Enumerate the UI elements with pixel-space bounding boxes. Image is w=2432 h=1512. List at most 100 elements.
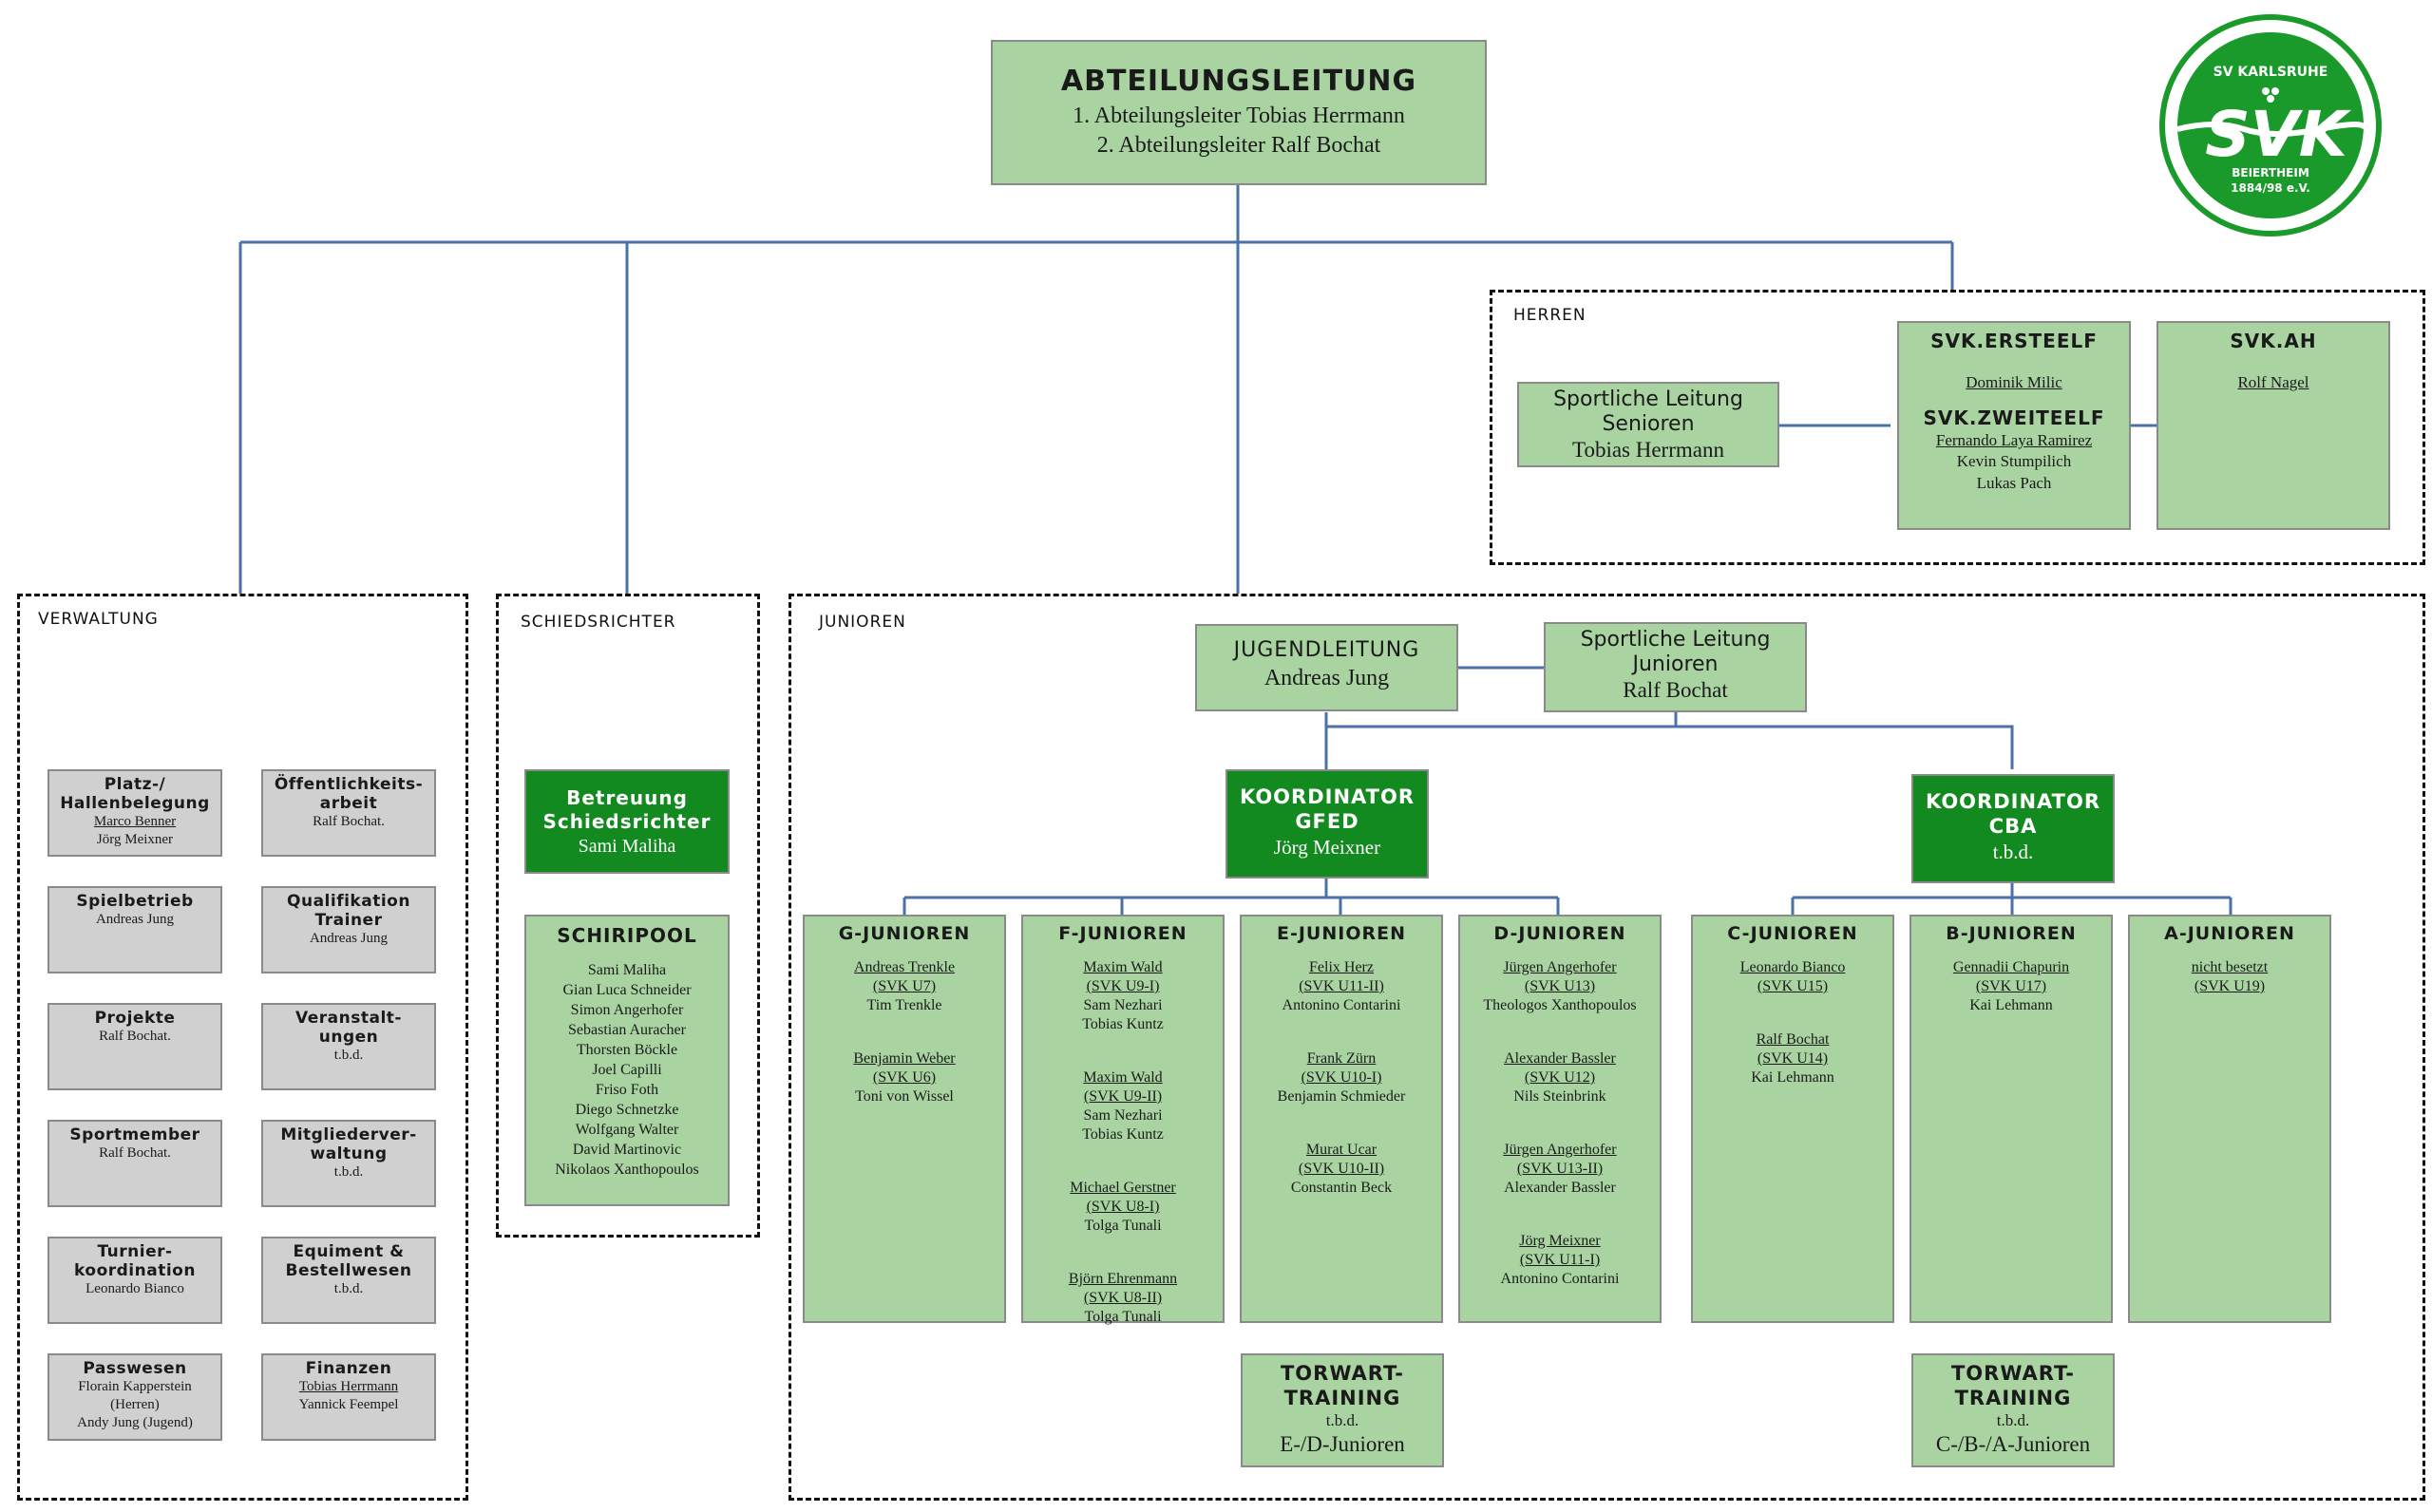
team-group: Alexander Bassler(SVK U12)Nils Steinbrin… (1460, 1049, 1660, 1106)
verwaltung-item-name: t.b.d. (333, 1164, 364, 1180)
junioren-team-title: C-JUNIOREN (1727, 923, 1858, 944)
abteilungsleitung-title: ABTEILUNGSLEITUNG (1060, 65, 1417, 98)
sportleitung-junioren-title-2: Junioren (1632, 652, 1719, 676)
team-name: (SVK U12) (1524, 1069, 1596, 1086)
team-member: Sam Nezhari (1083, 997, 1163, 1013)
schiripool-name: Thorsten Böckle (576, 1042, 678, 1058)
koord-gfed-title-1: KOORDINATOR (1240, 785, 1415, 808)
team-member: Kai Lehmann (1969, 997, 2053, 1013)
junioren-team-title: F-JUNIOREN (1058, 923, 1188, 944)
team-coach: Michael Gerstner (1070, 1180, 1176, 1196)
verwaltung-item-title: Spielbetrieb (76, 892, 194, 911)
koord-cba-title-1: KOORDINATOR (1926, 790, 2100, 813)
verwaltung-item-name: t.b.d. (333, 1281, 364, 1296)
koord-gfed-name: Jörg Meixner (1273, 836, 1381, 859)
team-group: nicht besetzt(SVK U19) (2130, 958, 2329, 996)
herren-erste-zweite-box: SVK.ERSTEELF Dominik Milic SVK.ZWEITEELF… (1897, 321, 2131, 530)
abteilungsleiter-1: 1. Abteilungsleiter Tobias Herrmann (1073, 104, 1405, 128)
sportleitung-junioren-title-1: Sportliche Leitung (1580, 628, 1771, 652)
verwaltung-item-title: Finanzen (305, 1359, 392, 1378)
abteilungsleiter-2: 2. Abteilungsleiter Ralf Bochat (1096, 133, 1381, 158)
verwaltung-item-name: Ralf Bochat. (313, 814, 385, 829)
verwaltung-item-name: (Herren) (110, 1397, 160, 1412)
betreuung-name: Sami Maliha (578, 836, 676, 857)
team-name: (SVK U10-II) (1298, 1161, 1385, 1177)
team-name: (SVK U11-II) (1299, 978, 1384, 994)
team-group: Felix Herz(SVK U11-II)Antonino Contarini (1242, 958, 1441, 1015)
team-group: Michael Gerstner(SVK U8-I)Tolga Tunali (1023, 1179, 1223, 1236)
verwaltung-item-title: Turnier- (97, 1242, 173, 1261)
schiripool-name: Gian Luca Schneider (562, 982, 692, 998)
verwaltung-item-title: ungen (318, 1028, 379, 1047)
team-member: Kai Lehmann (1751, 1069, 1834, 1086)
verwaltung-item-name: Ralf Bochat. (99, 1145, 171, 1161)
schiripool-name: Simon Angerhofer (570, 1002, 684, 1018)
team-coach: Ralf Bochat (1756, 1031, 1830, 1048)
team-group: Gennadii Chapurin(SVK U17)Kai Lehmann (1911, 958, 2111, 1015)
verwaltung-item-title: Projekte (94, 1009, 176, 1028)
sportleitung-junioren-box: Sportliche Leitung Junioren Ralf Bochat (1544, 622, 1807, 712)
team-coach: Maxim Wald (1083, 959, 1163, 975)
team-name: (SVK U9-I) (1086, 978, 1160, 994)
team-name: (SVK U8-I) (1086, 1199, 1160, 1215)
herren-leitung-name: Tobias Herrmann (1572, 438, 1724, 462)
verwaltung-item-title: arbeit (319, 794, 378, 813)
betreuung-title-1: Betreuung (566, 786, 688, 809)
zweite-elf-name: Lukas Pach (1976, 474, 2052, 492)
verwaltung-item-name: Yannick Feempel (298, 1397, 399, 1412)
team-member: Sam Nezhari (1083, 1107, 1163, 1124)
team-name: (SVK U10-I) (1301, 1069, 1382, 1086)
team-group: Andreas Trenkle(SVK U7)Tim Trenkle (805, 958, 1004, 1015)
team-member: Alexander Bassler (1504, 1180, 1616, 1196)
verwaltung-item-title: Passwesen (83, 1359, 187, 1378)
junioren-team-box: E-JUNIOREN Felix Herz(SVK U11-II)Antonino… (1240, 915, 1443, 1323)
schiripool-name: David Martinovic (572, 1142, 682, 1158)
verwaltung-item-name: Andreas Jung (95, 912, 175, 927)
torwart-cba-name: t.b.d. (1996, 1411, 2030, 1429)
junioren-team-title: B-JUNIOREN (1946, 923, 2077, 944)
team-name: (SVK U7) (872, 978, 937, 994)
ah-coach: Rolf Nagel (2237, 373, 2309, 391)
svk-logo: SV KARLSRUHE SVK BEIERTHEIM 1884/98 e.V. (2158, 13, 2383, 237)
team-member: Tobias Kuntz (1082, 1016, 1164, 1032)
torwart-cba-title-2: TRAINING (1954, 1387, 2072, 1409)
verwaltung-item-title: Öffentlichkeits- (274, 775, 424, 794)
sportleitung-junioren-name: Ralf Bochat (1623, 678, 1728, 702)
verwaltung-item-title: koordination (74, 1261, 196, 1280)
jugendleitung-box: JUGENDLEITUNG Andreas Jung (1195, 624, 1458, 711)
verwaltung-item-name: t.b.d. (333, 1048, 364, 1063)
verwaltung-item-title: Qualifikation (287, 892, 410, 911)
junioren-label: JUNIOREN (819, 613, 906, 632)
team-group: Benjamin Weber(SVK U6)Toni von Wissel (805, 1049, 1004, 1106)
team-coach: Andreas Trenkle (853, 959, 956, 975)
team-name: (SVK U14) (1757, 1050, 1829, 1067)
team-group: Frank Zürn(SVK U10-I)Benjamin Schmieder (1242, 1049, 1441, 1106)
team-member: Nils Steinbrink (1513, 1088, 1606, 1105)
verwaltung-item-name: Tobias Herrmann (298, 1379, 399, 1394)
verwaltung-item-name: Andreas Jung (309, 931, 389, 946)
jugendleitung-name: Andreas Jung (1264, 666, 1390, 690)
zweite-elf-coach: Fernando Laya Ramirez (1935, 431, 2093, 449)
verwaltung-item-name: Florain Kapperstein (78, 1379, 192, 1394)
team-group: Leonardo Bianco(SVK U15) (1693, 958, 1892, 996)
koordinator-gfed-box: KOORDINATOR GFED Jörg Meixner (1226, 769, 1429, 879)
team-member: Constantin Beck (1290, 1180, 1393, 1196)
team-name: (SVK U9-II) (1083, 1088, 1163, 1105)
team-member: Tolga Tunali (1084, 1309, 1162, 1325)
verwaltung-label: VERWALTUNG (38, 610, 159, 629)
team-member: Toni von Wissel (855, 1088, 954, 1105)
team-coach: Murat Ucar (1305, 1142, 1378, 1158)
team-coach: Björn Ehrenmann (1068, 1271, 1178, 1287)
junioren-team-title: E-JUNIOREN (1277, 923, 1406, 944)
team-name: (SVK U11-I) (1519, 1252, 1601, 1268)
team-name: (SVK U15) (1757, 978, 1829, 994)
schiripool-name: Nikolaos Xanthopoulos (555, 1162, 699, 1178)
